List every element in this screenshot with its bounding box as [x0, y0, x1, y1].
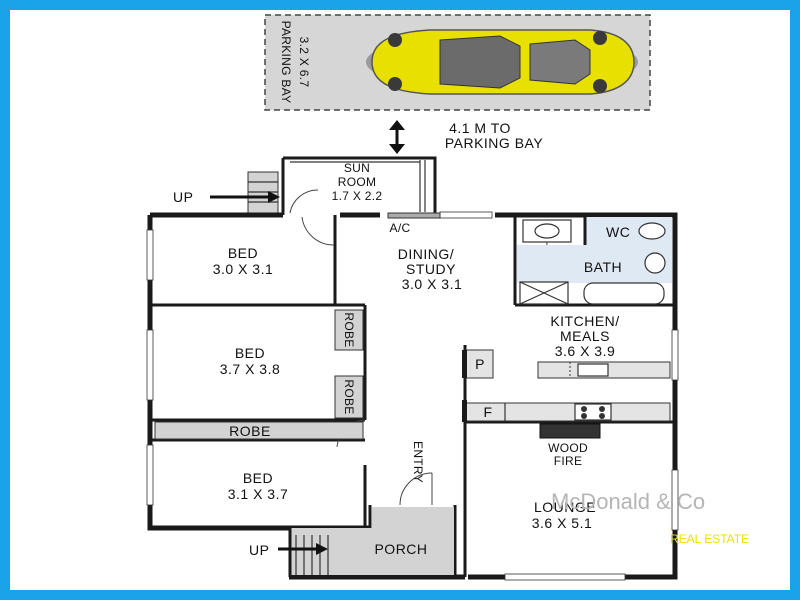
ac-unit: A/C — [387, 212, 441, 235]
bed2-name: BED — [235, 345, 265, 361]
bed2-size: 3.7 X 3.8 — [220, 361, 281, 377]
arrow-right-icon — [268, 191, 280, 203]
robe-lower-label: ROBE — [342, 379, 356, 414]
dining-name1: DINING/ — [398, 246, 454, 262]
kitchen-island — [537, 361, 671, 379]
lounge-size: 3.6 X 5.1 — [532, 515, 593, 531]
pantry-label: P — [475, 356, 485, 372]
parking-bay-title: PARKING BAY — [279, 21, 293, 104]
porch: PORCH — [288, 507, 454, 577]
kitchen-bench: F — [462, 400, 671, 422]
stair-top: UP — [173, 171, 280, 215]
kitchen-name1: KITCHEN/ — [550, 313, 619, 329]
sun-room-name1: SUN — [344, 161, 370, 175]
distance-line2: PARKING BAY — [445, 135, 544, 151]
sun-room-name2: ROOM — [338, 175, 377, 189]
wc-label: WC — [606, 224, 630, 240]
wood-fire: WOOD FIRE — [539, 423, 601, 468]
wood-fire-line2: FIRE — [554, 454, 583, 468]
sun-room-size: 1.7 X 2.2 — [332, 189, 383, 203]
bed1-size: 3.0 X 3.1 — [213, 261, 274, 277]
bed3-name: BED — [243, 470, 273, 486]
arrow-down-icon — [389, 144, 405, 154]
robe-upper: ROBE — [334, 309, 364, 351]
arrow-right-icon — [316, 543, 328, 555]
distance-line1: 4.1 M TO — [449, 120, 511, 136]
robe-upper-label: ROBE — [342, 312, 356, 347]
stair-top-up: UP — [173, 189, 193, 205]
brand-tagline: REAL ESTATE — [670, 532, 749, 546]
stair-bottom-up: UP — [249, 542, 269, 558]
parking-bay-size: 3.2 X 6.7 — [297, 37, 311, 88]
robe-horizontal-label: ROBE — [229, 423, 271, 439]
bath-tub — [583, 282, 665, 305]
sink-icon — [577, 363, 609, 377]
entry-label: ENTRY — [411, 441, 425, 483]
dining-size: 3.0 X 3.1 — [402, 276, 463, 292]
bathroom-block: WC BATH — [517, 217, 672, 305]
fireplace-icon — [539, 423, 601, 439]
toilet-icon — [638, 222, 666, 240]
kitchen-name2: MEALS — [560, 328, 610, 344]
car-icon — [366, 29, 638, 95]
cooktop-icon — [574, 403, 612, 421]
robe-lower: ROBE — [334, 375, 364, 419]
fridge-label: F — [483, 404, 492, 420]
branding-watermark: McDonald & Co REAL ESTATE — [551, 489, 749, 546]
bath-label: BATH — [584, 259, 622, 275]
bed3-size: 3.1 X 3.7 — [228, 486, 289, 502]
porch-label: PORCH — [374, 541, 427, 557]
distance-indicator: 4.1 M TO PARKING BAY — [389, 120, 543, 154]
robe-horizontal: ROBE — [154, 421, 364, 440]
bed1-name: BED — [228, 245, 258, 261]
pantry: P — [462, 349, 494, 379]
sun-room: SUN ROOM 1.7 X 2.2 — [281, 156, 437, 215]
wood-fire-line1: WOOD — [548, 441, 588, 455]
dining-name2: STUDY — [406, 261, 456, 277]
brand-name: McDonald & Co — [551, 489, 705, 514]
arrow-up-icon — [389, 120, 405, 130]
lounge-name: LOUNGE — [534, 499, 596, 515]
kitchen-size: 3.6 X 3.9 — [555, 343, 616, 359]
stair-bottom: UP — [249, 542, 328, 558]
basin-icon — [644, 252, 666, 274]
ac-label: A/C — [390, 221, 411, 235]
parking-bay: PARKING BAY 3.2 X 6.7 — [264, 14, 651, 111]
